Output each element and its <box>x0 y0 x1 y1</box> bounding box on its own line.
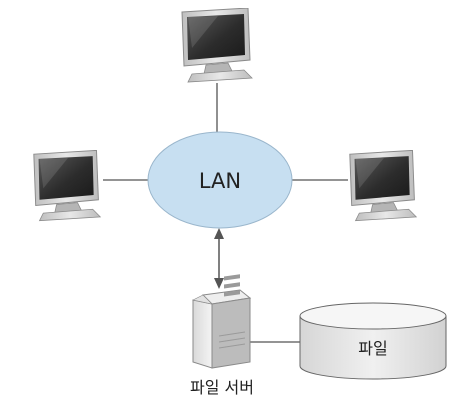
top-computer-monitor-icon <box>181 8 253 83</box>
file-storage-cylinder-icon <box>299 302 447 380</box>
lan-ellipse <box>147 131 293 229</box>
file-server-label: 파일 서버 <box>190 378 254 397</box>
bidirectional-arrow-icon <box>214 228 224 289</box>
lan-label: LAN <box>199 169 241 193</box>
file-storage-label: 파일 <box>358 339 387 358</box>
right-computer-monitor-icon <box>349 150 417 222</box>
left-computer-monitor-icon <box>33 150 101 222</box>
server-tower-icon <box>192 274 252 369</box>
